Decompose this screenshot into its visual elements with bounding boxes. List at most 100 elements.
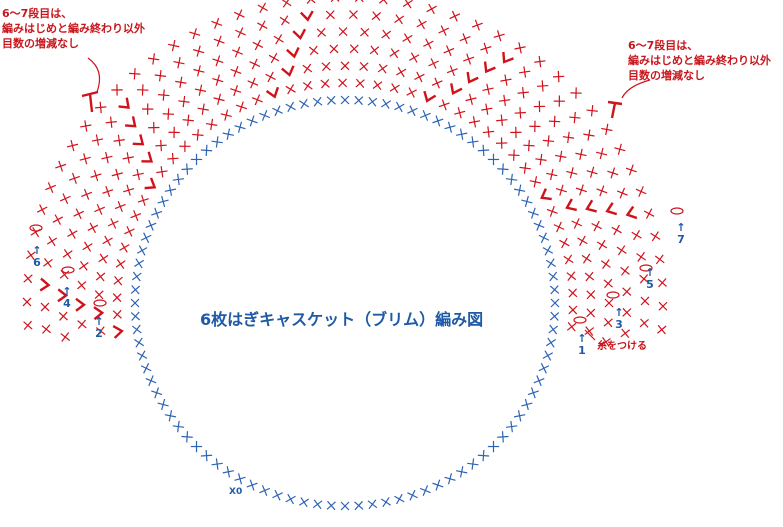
single-crochet-stitch bbox=[487, 440, 500, 453]
single-crochet-stitch bbox=[137, 194, 149, 206]
single-crochet-stitch bbox=[212, 55, 224, 67]
single-crochet-stitch bbox=[513, 410, 526, 422]
single-crochet-stitch bbox=[566, 167, 578, 179]
arrow-right-note bbox=[621, 79, 651, 99]
single-crochet-stitch bbox=[600, 259, 611, 270]
single-crochet-stitch bbox=[467, 458, 479, 470]
single-crochet-stitch bbox=[285, 101, 296, 113]
single-crochet-stitch bbox=[459, 33, 471, 45]
single-crochet-stitch bbox=[521, 398, 533, 411]
single-crochet-stitch bbox=[41, 324, 51, 334]
single-crochet-stitch bbox=[555, 184, 567, 196]
increase-stitch bbox=[281, 65, 295, 77]
single-crochet-stitch bbox=[298, 98, 310, 109]
single-crochet-stitch bbox=[257, 2, 268, 14]
single-crochet-stitch bbox=[272, 105, 283, 117]
slip-stitch-loop bbox=[573, 316, 587, 324]
row-number-7: ↑7 bbox=[676, 221, 686, 246]
single-crochet-stitch bbox=[620, 328, 631, 339]
increase-stitch bbox=[132, 134, 145, 146]
single-crochet-stitch bbox=[477, 449, 490, 462]
increase-stitch bbox=[144, 177, 157, 190]
increase-stitch bbox=[125, 116, 137, 128]
single-crochet-stitch bbox=[179, 140, 191, 152]
single-crochet-stitch bbox=[220, 109, 232, 121]
single-crochet-stitch bbox=[136, 245, 148, 256]
single-crochet-stitch bbox=[55, 160, 67, 172]
single-crochet-stitch bbox=[468, 116, 481, 128]
single-crochet-stitch bbox=[302, 63, 313, 74]
single-crochet-stitch bbox=[523, 139, 535, 152]
single-crochet-stitch bbox=[568, 288, 578, 298]
single-crochet-stitch bbox=[265, 71, 276, 83]
single-crochet-stitch bbox=[259, 109, 271, 121]
single-crochet-stitch bbox=[562, 131, 575, 144]
single-crochet-stitch bbox=[98, 253, 109, 264]
single-crochet-stitch bbox=[570, 87, 582, 99]
increase-stitch bbox=[39, 277, 51, 292]
single-crochet-stitch bbox=[529, 176, 542, 188]
increase-stitch bbox=[118, 97, 130, 109]
single-crochet-stitch bbox=[542, 245, 554, 256]
single-crochet-stitch bbox=[381, 29, 392, 40]
single-crochet-stitch bbox=[538, 232, 550, 244]
single-crochet-stitch bbox=[596, 239, 608, 251]
single-crochet-stitch bbox=[538, 362, 550, 374]
slip-stitch-loop bbox=[93, 299, 107, 307]
increase-stitch bbox=[450, 83, 463, 96]
single-crochet-stitch bbox=[43, 257, 53, 268]
single-crochet-stitch bbox=[533, 100, 546, 113]
single-crochet-stitch bbox=[640, 296, 650, 306]
single-crochet-stitch bbox=[130, 285, 141, 295]
single-crochet-stitch bbox=[119, 242, 130, 253]
single-crochet-stitch bbox=[355, 78, 365, 89]
single-crochet-stitch bbox=[145, 219, 157, 231]
single-crochet-stitch bbox=[182, 114, 194, 126]
single-crochet-stitch bbox=[519, 66, 531, 78]
single-crochet-stitch bbox=[389, 83, 400, 94]
single-crochet-stitch bbox=[584, 326, 595, 336]
single-crochet-stitch bbox=[505, 420, 518, 433]
single-crochet-stitch bbox=[533, 375, 545, 387]
single-crochet-stitch bbox=[222, 466, 234, 478]
single-crochet-stitch bbox=[614, 143, 626, 155]
single-crochet-stitch bbox=[190, 153, 203, 166]
single-crochet-stitch bbox=[234, 9, 245, 21]
single-crochet-stitch bbox=[259, 485, 271, 497]
single-crochet-stitch bbox=[607, 167, 619, 179]
single-crochet-stitch bbox=[133, 337, 145, 348]
single-crochet-stitch bbox=[419, 109, 431, 121]
single-crochet-stitch bbox=[496, 114, 508, 126]
single-crochet-stitch bbox=[533, 219, 545, 231]
single-crochet-stitch bbox=[482, 83, 494, 95]
single-crochet-stitch bbox=[211, 458, 223, 470]
single-crochet-stitch bbox=[545, 337, 557, 348]
single-crochet-stitch bbox=[555, 150, 567, 163]
single-crochet-stitch bbox=[212, 74, 224, 86]
single-crochet-stitch bbox=[463, 53, 475, 65]
single-crochet-stitch bbox=[349, 44, 359, 54]
single-crochet-stitch bbox=[569, 111, 581, 124]
single-crochet-stitch bbox=[95, 271, 106, 282]
single-crochet-stitch bbox=[497, 431, 509, 443]
single-crochet-stitch bbox=[111, 168, 123, 180]
single-crochet-stitch bbox=[130, 210, 142, 222]
single-crochet-stitch bbox=[372, 80, 383, 91]
single-crochet-stitch bbox=[249, 58, 261, 70]
single-crochet-stitch bbox=[611, 224, 622, 236]
single-crochet-stitch bbox=[167, 152, 179, 165]
single-crochet-stitch bbox=[115, 259, 126, 270]
single-crochet-stitch bbox=[545, 258, 557, 269]
increase-stitch bbox=[625, 205, 638, 220]
single-crochet-stitch bbox=[577, 235, 588, 247]
single-crochet-stitch bbox=[548, 324, 559, 335]
increase-stitch bbox=[299, 10, 314, 22]
note-line: 編みはじめと編み終わり以外 bbox=[628, 54, 771, 67]
single-crochet-stitch bbox=[456, 128, 468, 140]
single-crochet-stitch bbox=[604, 298, 614, 308]
note-line: 目数の増減なし bbox=[628, 69, 705, 82]
row-number-3: ↑3 bbox=[614, 306, 624, 331]
single-crochet-stitch bbox=[30, 227, 41, 238]
single-crochet-stitch bbox=[550, 298, 560, 308]
single-crochet-stitch bbox=[449, 10, 461, 22]
